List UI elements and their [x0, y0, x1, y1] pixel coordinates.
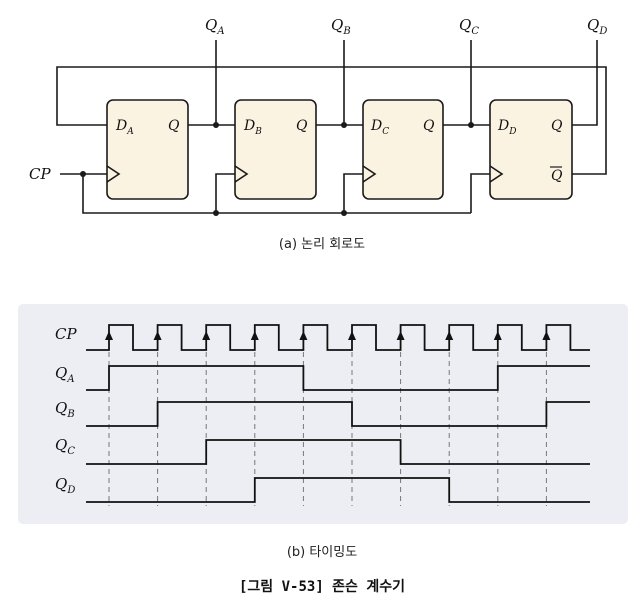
clock-edge-arrow	[202, 331, 211, 340]
clock-edge-arrow	[493, 331, 502, 340]
output-label-qd: QD	[587, 16, 607, 37]
ff-a-output: Q	[168, 118, 180, 134]
waveform-qb	[86, 401, 590, 427]
clock-edge-arrow	[153, 331, 162, 340]
clock-waveform	[86, 324, 590, 351]
clock-label: CP	[29, 165, 51, 183]
flipflop-c: DC Q	[362, 99, 444, 200]
junction-dots	[80, 122, 474, 216]
ff-a-input: DA	[115, 118, 134, 137]
timing-label-cp: CP	[55, 325, 77, 343]
ff-b-output: Q	[296, 118, 308, 134]
clock-edge-arrow	[396, 331, 405, 340]
clock-edge-arrow	[250, 331, 259, 340]
ff-c-input: DC	[370, 118, 389, 137]
flipflop-b: DB Q	[234, 99, 317, 200]
waveform-qc	[86, 439, 590, 465]
clock-branch-b	[215, 173, 235, 213]
circuit-caption: (a) 논리 회로도	[279, 237, 365, 252]
clock-edge-arrow	[542, 331, 551, 340]
clock-triangle-c	[362, 165, 377, 183]
timing-label-qa: QA	[55, 364, 75, 385]
clock-triangle-b	[234, 165, 249, 183]
timing-label-qb: QB	[55, 399, 75, 420]
timing-panel	[18, 304, 628, 524]
output-label-qc: QC	[459, 16, 479, 37]
clock-triangle-a	[106, 165, 121, 183]
clock-triangle-d	[489, 165, 504, 183]
waveform-qd	[86, 477, 590, 503]
tap-qd	[572, 40, 598, 126]
ff-b-input: DB	[243, 118, 262, 137]
clock-edge-arrow	[105, 331, 113, 340]
logic-circuit: QA QB QC QD CP	[29, 16, 607, 252]
waveform-qa	[86, 365, 590, 391]
clock-edge-arrow	[445, 331, 454, 340]
timing-caption: (b) 타이밍도	[287, 545, 357, 560]
output-label-qa: QA	[205, 16, 225, 37]
timing-label-qd: QD	[55, 475, 75, 496]
figure-title: [그림 V-53] 존슨 계수기	[239, 579, 405, 595]
timing-label-qc: QC	[55, 436, 75, 457]
clock-edge-arrow	[299, 331, 308, 340]
ff-d-inverted-output: Q	[551, 168, 563, 184]
timing-diagram: CP QA QB QC QD (b) 타이밍도	[18, 304, 628, 560]
ff-d-output: Q	[551, 118, 563, 134]
feedback-wire	[56, 66, 607, 175]
clock-branch-c	[343, 173, 363, 213]
clock-branch-d	[470, 173, 490, 213]
ff-d-input: DD	[497, 118, 516, 137]
ff-c-output: Q	[423, 118, 435, 134]
flipflop-a: DA Q	[106, 99, 189, 200]
clock-edge-arrow	[348, 331, 356, 340]
timing-waveforms	[86, 324, 590, 503]
output-label-qb: QB	[331, 16, 351, 37]
flipflop-d: DD Q Q	[489, 99, 573, 200]
